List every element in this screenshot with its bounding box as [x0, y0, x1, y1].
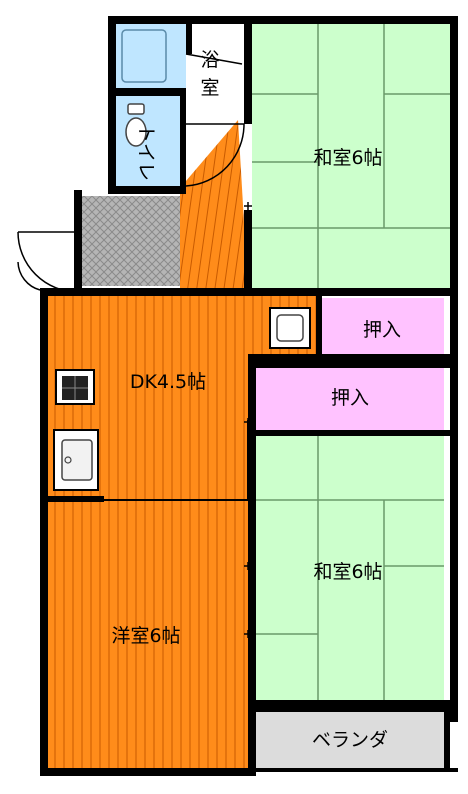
- toilet-label: トイレ: [135, 124, 157, 181]
- bathtub-icon: [121, 29, 167, 83]
- oshiire-2-label: 押入: [331, 387, 369, 409]
- entrance-door-icon: [17, 231, 79, 293]
- hallway-door-icon: [185, 123, 245, 187]
- stove-icon: [55, 369, 95, 405]
- hallway-floor: [180, 120, 248, 290]
- bath-label-1: 浴: [200, 49, 219, 71]
- bath-room: [116, 24, 186, 90]
- veranda-area: [256, 712, 450, 770]
- sink-icon: [53, 429, 99, 491]
- washing-machine-icon: [269, 307, 311, 349]
- entrance-tile: [80, 196, 180, 286]
- oshiire-2: [256, 368, 444, 430]
- oshiire-1-label: 押入: [363, 319, 401, 341]
- washitsu-bottom-label: 和室6帖: [313, 561, 382, 583]
- sliding-door-marks: [142, 16, 426, 776]
- washitsu-top-label: 和室6帖: [313, 147, 382, 169]
- toilet-icon: [125, 103, 147, 147]
- youshitsu-room: [48, 502, 248, 770]
- dk-label: DK4.5帖: [130, 371, 206, 393]
- veranda-label: ベランダ: [312, 729, 388, 751]
- bath-door-icon: [185, 53, 243, 65]
- bath-label-2: 室: [200, 77, 219, 99]
- washitsu-top-room: [252, 24, 450, 296]
- toilet-room: [116, 96, 180, 188]
- washitsu-bottom-room: [256, 436, 444, 700]
- youshitsu-label: 洋室6帖: [111, 625, 180, 647]
- oshiire-1: [320, 298, 444, 356]
